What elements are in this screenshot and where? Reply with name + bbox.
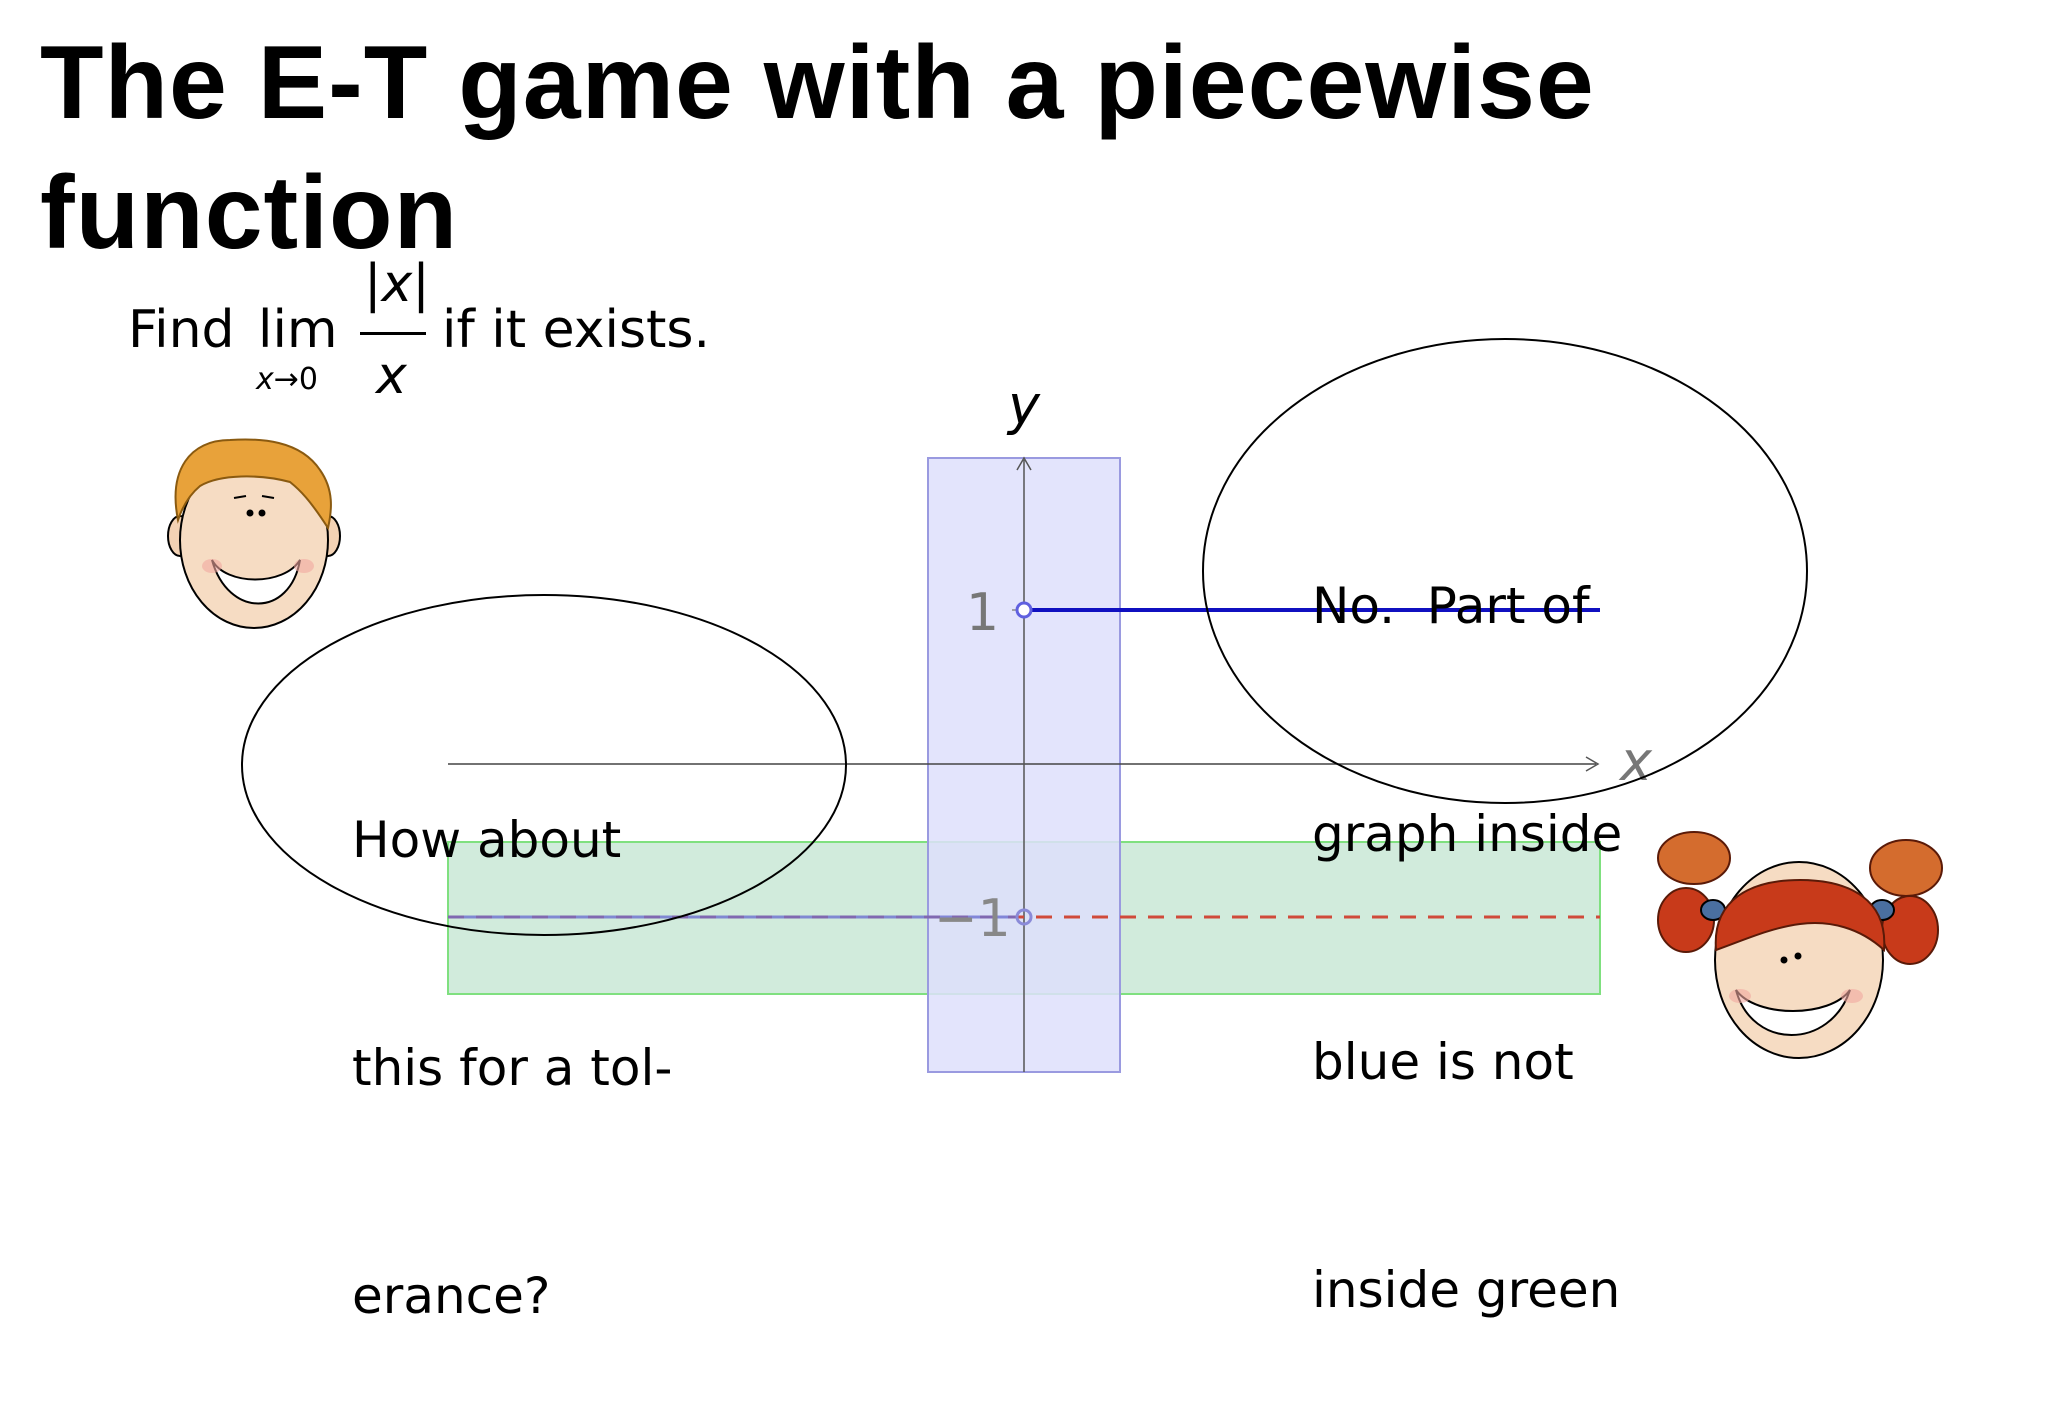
open-circle-bottom [1015, 908, 1033, 926]
epsilon-tolerance-graph: y x 1 −1 [167, 338, 1943, 1073]
x-axis-arrow [1585, 756, 1600, 772]
left-bubble-line-2: this for a tol- [352, 1039, 673, 1097]
right-bubble-line-2: graph inside [1312, 805, 1623, 863]
slide-title: The E-T game with a piecewise function [40, 18, 1940, 278]
right-bubble-line-3: blue is not [1312, 1033, 1574, 1091]
limit-prompt: Find lim x→0 |x| x if it exists. [128, 250, 828, 410]
right-bubble-line-1: No. Part of [1312, 577, 1590, 635]
sub-arrow: → [273, 362, 299, 397]
fraction-bar [360, 332, 426, 335]
y-axis-arrow [1016, 456, 1032, 471]
left-bubble-line-3: erance? [352, 1267, 551, 1325]
right-bubble-line-4: inside green [1312, 1261, 1621, 1319]
y-axis-label: y [1006, 374, 1041, 437]
girl-face [1657, 831, 1943, 1059]
right-speech-bubble [1202, 338, 1808, 804]
sub-target: 0 [298, 362, 318, 397]
prompt-denominator: x [376, 346, 407, 406]
boy-face [167, 438, 341, 629]
prompt-limit-subscript: x→0 [256, 362, 318, 397]
prompt-find: Find [128, 300, 235, 360]
prompt-rest: if it exists. [442, 300, 711, 360]
prompt-lim: lim [258, 300, 338, 360]
x-axis-label: x [1618, 730, 1653, 793]
left-bubble-text: How about this for a tol- erance? [352, 650, 672, 1410]
tick-label-top: 1 [966, 583, 999, 643]
open-circle-top [1015, 601, 1033, 619]
title-line-2: function [40, 155, 459, 271]
sub-var: x [256, 362, 274, 397]
title-line-1: The E-T game with a piecewise [40, 25, 1595, 141]
left-speech-bubble [241, 594, 847, 936]
tick-label-bottom: −1 [934, 889, 1011, 949]
right-bubble-text: No. Part of graph inside blue is not ins… [1312, 416, 1622, 1404]
left-bubble-line-1: How about [352, 811, 622, 869]
prompt-numerator: |x| [364, 254, 430, 314]
